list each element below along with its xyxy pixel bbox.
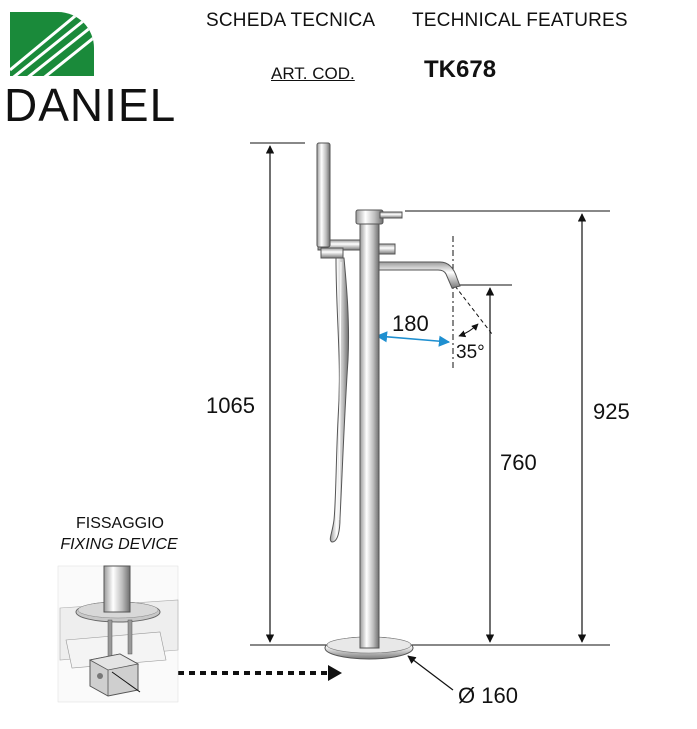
dim-spout-reach: 180 [392, 311, 429, 336]
dim-total-height: 1065 [206, 393, 255, 418]
title-italian: SCHEDA TECNICA [206, 10, 376, 31]
fixing-label-english: FIXING DEVICE [60, 536, 178, 553]
fixing-device-illustration [57, 565, 179, 703]
brand-name: DANIEL [4, 79, 177, 131]
dim-spout-height: 925 [593, 399, 630, 424]
fixing-label-italian: FISSAGGIO [75, 515, 164, 532]
dim-base-diameter: Ø 160 [458, 683, 518, 708]
dim-spout-angle: 35° [456, 342, 485, 363]
title-english: TECHNICAL FEATURES [412, 10, 628, 31]
dim-outlet-height: 760 [500, 450, 537, 475]
art-code-label: ART. COD. [271, 64, 355, 83]
art-code-value: TK678 [424, 56, 497, 83]
